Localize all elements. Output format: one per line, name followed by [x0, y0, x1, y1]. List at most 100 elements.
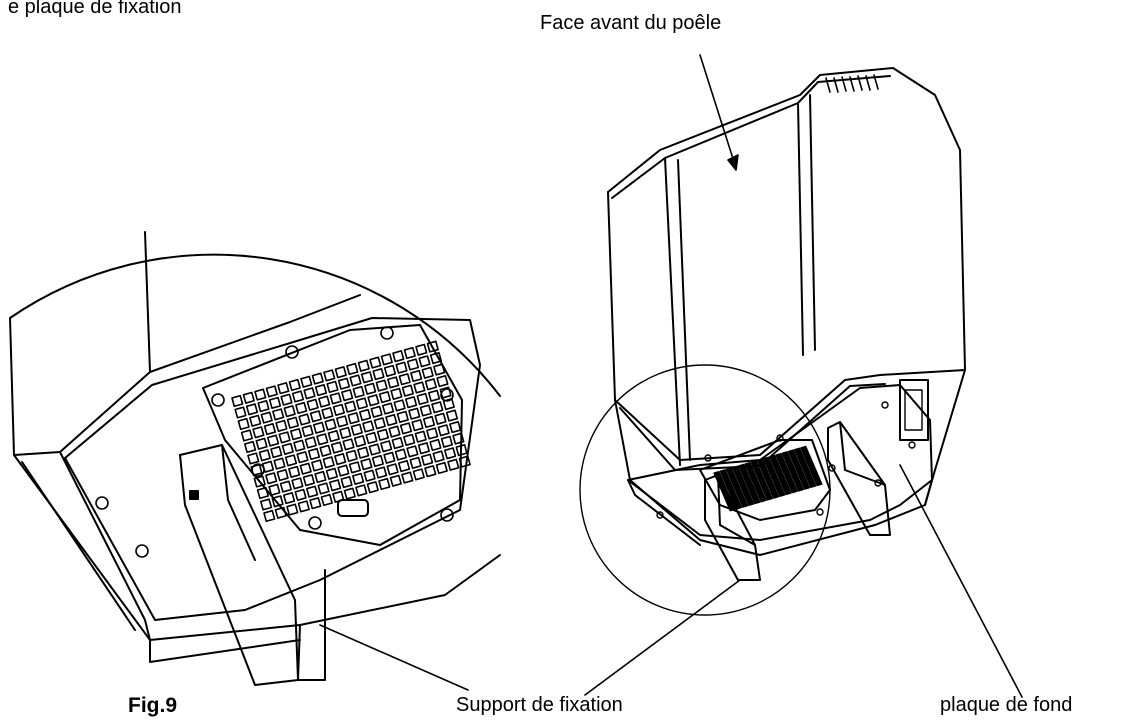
grid-cell: [369, 356, 382, 369]
grid-cell: [739, 498, 747, 505]
grid-cell: [253, 475, 266, 488]
grid-cell: [787, 449, 796, 455]
grid-cell: [340, 475, 353, 489]
grid-cell: [790, 456, 799, 462]
grid-cell: [752, 463, 760, 470]
grid-cell: [341, 389, 354, 402]
grid-cell: [741, 486, 749, 492]
grid-cell: [758, 477, 766, 484]
grid-cell: [418, 355, 431, 368]
grid-cell: [383, 364, 397, 377]
perforation-grid: [713, 445, 823, 512]
grid-cell: [265, 472, 278, 485]
arrowhead-front-face: [727, 154, 739, 171]
grid-cell: [796, 470, 805, 476]
grid-cell: [394, 448, 407, 461]
grid-cell: [435, 461, 448, 475]
grid-cell: [449, 420, 462, 434]
side-connector: [899, 379, 929, 441]
grid-cell: [738, 463, 746, 470]
grid-cell: [773, 465, 782, 471]
grid-cell: [421, 453, 434, 466]
grid-cell: [383, 451, 396, 464]
grid-cell: [804, 456, 813, 462]
grid-cell: [809, 466, 817, 473]
grid-cell: [265, 385, 278, 398]
grid-cell: [344, 400, 357, 413]
grid-cell: [768, 486, 777, 492]
grid-cell: [437, 424, 450, 437]
grid-cell: [781, 451, 789, 457]
grid-cell: [782, 486, 791, 492]
grid-cell: [399, 422, 413, 435]
grid-panel: [699, 439, 831, 521]
figure-label: Fig.9: [128, 694, 178, 717]
grid-cell: [314, 383, 328, 397]
grid-cell: [370, 405, 383, 418]
grid-cell: [772, 477, 780, 483]
grid-cell: [364, 382, 377, 395]
grid-cell: [295, 401, 308, 415]
grid-cell: [385, 413, 398, 427]
grid-cell: [406, 445, 419, 458]
grid-cell: [314, 470, 327, 484]
grid-cell: [307, 447, 321, 461]
grid-cell: [755, 470, 763, 477]
grid-cell: [414, 430, 427, 443]
grid-cell: [336, 415, 349, 428]
grid-cell: [311, 372, 324, 385]
bottom-plate: [627, 384, 933, 541]
grid-cell: [775, 468, 783, 475]
grid-cell: [388, 425, 401, 438]
grid-cell: [742, 490, 750, 496]
grid-cell: [280, 393, 293, 406]
grid-cell: [352, 385, 365, 399]
grid-cell: [756, 458, 765, 464]
grid-cell: [741, 470, 749, 477]
grid-cell: [784, 489, 792, 496]
grid-cell: [767, 467, 775, 473]
grid-cell: [300, 375, 313, 388]
grid-cell: [739, 467, 748, 473]
grid-cell: [795, 451, 803, 457]
grid-cell: [795, 482, 803, 489]
grid-cell: [436, 374, 449, 388]
grid-cell: [439, 386, 452, 399]
grid-cell: [813, 477, 822, 483]
grid-cell: [362, 420, 375, 433]
grid-cell: [293, 439, 306, 452]
grid-cell: [291, 477, 304, 490]
leader-bottom-plate: [899, 464, 1023, 698]
grid-cell: [748, 488, 757, 494]
grid-cell: [757, 493, 766, 499]
grid-cell: [745, 481, 754, 487]
grid-cell: [785, 477, 794, 483]
grid-cell: [268, 396, 282, 409]
grid-cell: [753, 467, 761, 473]
grid-cell: [339, 426, 352, 439]
leader-bracket-overview: [584, 579, 741, 696]
grid-cell: [776, 472, 785, 478]
bottom-plate-label: plaque de fond: [940, 694, 1073, 716]
grid-cell: [797, 454, 805, 460]
grid-cell: [350, 423, 363, 436]
detail-circle-arc: [9, 253, 501, 397]
grid-cell: [429, 351, 443, 365]
grid-cell: [806, 459, 814, 466]
grid-cell: [286, 503, 299, 516]
grid-cell: [781, 482, 789, 489]
grid-cell: [803, 452, 811, 459]
grid-cell: [762, 472, 771, 478]
grid-cell: [761, 468, 769, 475]
grid-cell: [751, 479, 760, 485]
grid-cell: [807, 463, 816, 469]
grid-cell: [360, 458, 373, 471]
grid-cell: [730, 493, 738, 500]
top-partial-label: e plaque de fixation: [8, 0, 182, 18]
grid-cell: [750, 491, 758, 498]
mounting-bracket-detail: [179, 444, 299, 686]
grid-cell: [284, 454, 298, 467]
grid-cell: [298, 413, 311, 426]
grid-cell: [256, 486, 269, 500]
grid-cell: [731, 497, 739, 503]
